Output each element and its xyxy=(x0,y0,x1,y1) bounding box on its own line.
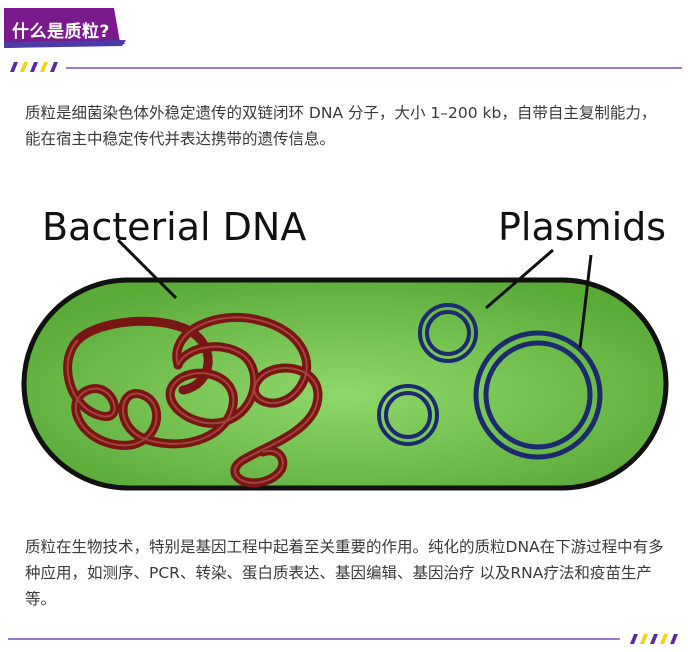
plasmid-large xyxy=(473,330,603,460)
bacterial-dna-highlight xyxy=(66,316,320,484)
page-title: 什么是质粒? xyxy=(12,22,110,42)
plasmid-small-bottom xyxy=(377,384,439,446)
label-bacterial-dna: Bacterial DNA xyxy=(42,205,306,249)
plasmid-small-top xyxy=(418,303,478,363)
plasmids-pointer-left xyxy=(485,248,554,310)
title-badge-underline xyxy=(4,40,126,48)
title-badge-shape xyxy=(4,8,126,48)
bacterium-illustration: Bacterial DNA Plasmids xyxy=(21,205,669,491)
bottom-divider xyxy=(8,634,678,644)
title-badge xyxy=(4,8,126,48)
label-plasmids: Plasmids xyxy=(498,205,666,249)
applications-paragraph: 质粒在生物技术，特别是基因工程中起着至关重要的作用。纯化的质粒DNA在下游过程中… xyxy=(25,538,664,608)
plasmids-pointer-right xyxy=(578,254,593,349)
top-divider xyxy=(10,62,682,72)
top-stripes xyxy=(10,62,58,72)
intro-paragraph: 质粒是细菌染色体外稳定遗传的双链闭环 DNA 分子，大小 1–200 kb，自带… xyxy=(25,104,657,148)
bacterial-cell xyxy=(21,277,669,491)
bacterial-dna-pointer xyxy=(116,238,178,300)
bottom-stripes xyxy=(630,634,678,644)
